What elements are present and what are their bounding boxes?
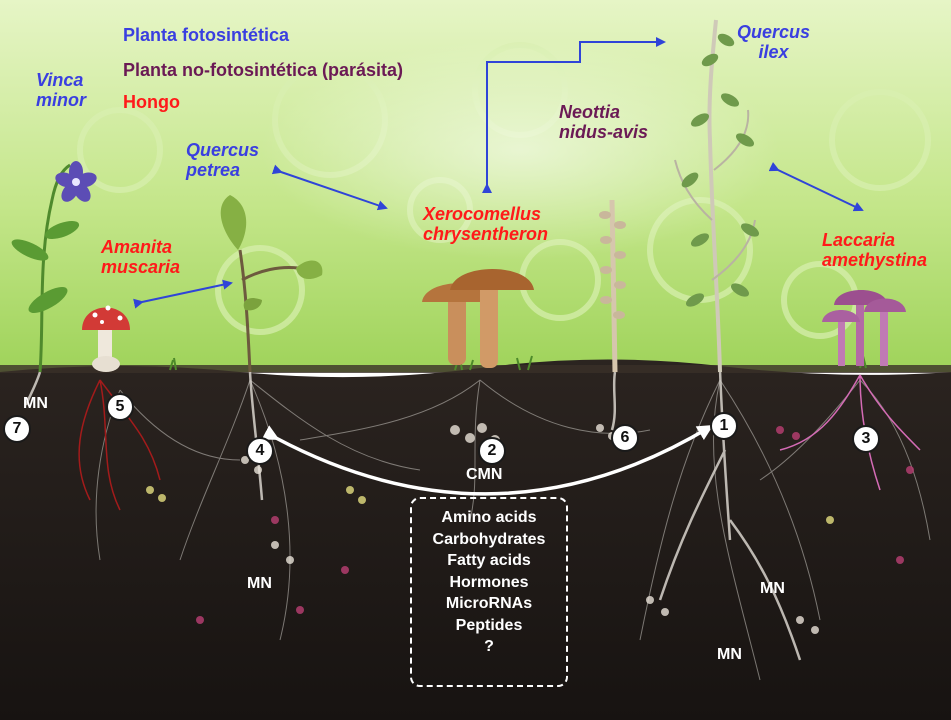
legend-fungus: Hongo xyxy=(123,92,180,112)
marker-7: 7 xyxy=(3,415,31,443)
marker-4: 4 xyxy=(246,437,274,465)
compound-unknown: ? xyxy=(412,636,566,658)
label-xerocomellus-genus: Xerocomellus xyxy=(423,204,548,224)
label-cmn: CMN xyxy=(466,466,502,484)
label-xerocomellus: Xerocomellus chrysentheron xyxy=(423,204,548,244)
legend-photosynthetic: Planta fotosintética xyxy=(123,25,289,45)
compound-carbohydrates: Carbohydrates xyxy=(412,529,566,551)
legend-non-photosynthetic: Planta no-fotosintética (parásita) xyxy=(123,60,403,80)
marker-3: 3 xyxy=(852,425,880,453)
label-mn-left: MN xyxy=(23,395,48,413)
label-neottia-epithet: nidus-avis xyxy=(559,122,648,142)
label-amanita-genus: Amanita xyxy=(101,237,180,257)
marker-2: 2 xyxy=(478,437,506,465)
label-vinca-genus: Vinca xyxy=(36,70,86,90)
label-neottia-genus: Neottia xyxy=(559,102,648,122)
label-mn-right-upper: MN xyxy=(760,580,785,598)
label-petrea-genus: Quercus xyxy=(186,140,259,160)
label-mn-middle: MN xyxy=(247,575,272,593)
label-neottia: Neottia nidus-avis xyxy=(559,102,648,142)
label-laccaria-epithet: amethystina xyxy=(822,250,927,270)
label-petrea-epithet: petrea xyxy=(186,160,259,180)
compound-peptides: Peptides xyxy=(412,615,566,637)
label-amanita-epithet: muscaria xyxy=(101,257,180,277)
compound-micrornas: MicroRNAs xyxy=(412,593,566,615)
ground-line xyxy=(0,365,951,373)
label-quercus-petrea: Quercus petrea xyxy=(186,140,259,180)
label-quercus-ilex: Quercus ilex xyxy=(737,22,810,62)
marker-6: 6 xyxy=(611,424,639,452)
label-vinca-epithet: minor xyxy=(36,90,86,110)
label-amanita-muscaria: Amanita muscaria xyxy=(101,237,180,277)
label-mn-right-lower: MN xyxy=(717,646,742,664)
compounds-box: Amino acids Carbohydrates Fatty acids Ho… xyxy=(410,497,568,687)
label-laccaria: Laccaria amethystina xyxy=(822,230,927,270)
label-ilex-genus: Quercus xyxy=(737,22,810,42)
compound-hormones: Hormones xyxy=(412,572,566,594)
compound-amino-acids: Amino acids xyxy=(412,507,566,529)
label-xerocomellus-epithet: chrysentheron xyxy=(423,224,548,244)
marker-5: 5 xyxy=(106,393,134,421)
label-laccaria-genus: Laccaria xyxy=(822,230,927,250)
marker-1: 1 xyxy=(710,412,738,440)
label-vinca-minor: Vinca minor xyxy=(36,70,86,110)
compound-fatty-acids: Fatty acids xyxy=(412,550,566,572)
label-ilex-epithet: ilex xyxy=(737,42,810,62)
